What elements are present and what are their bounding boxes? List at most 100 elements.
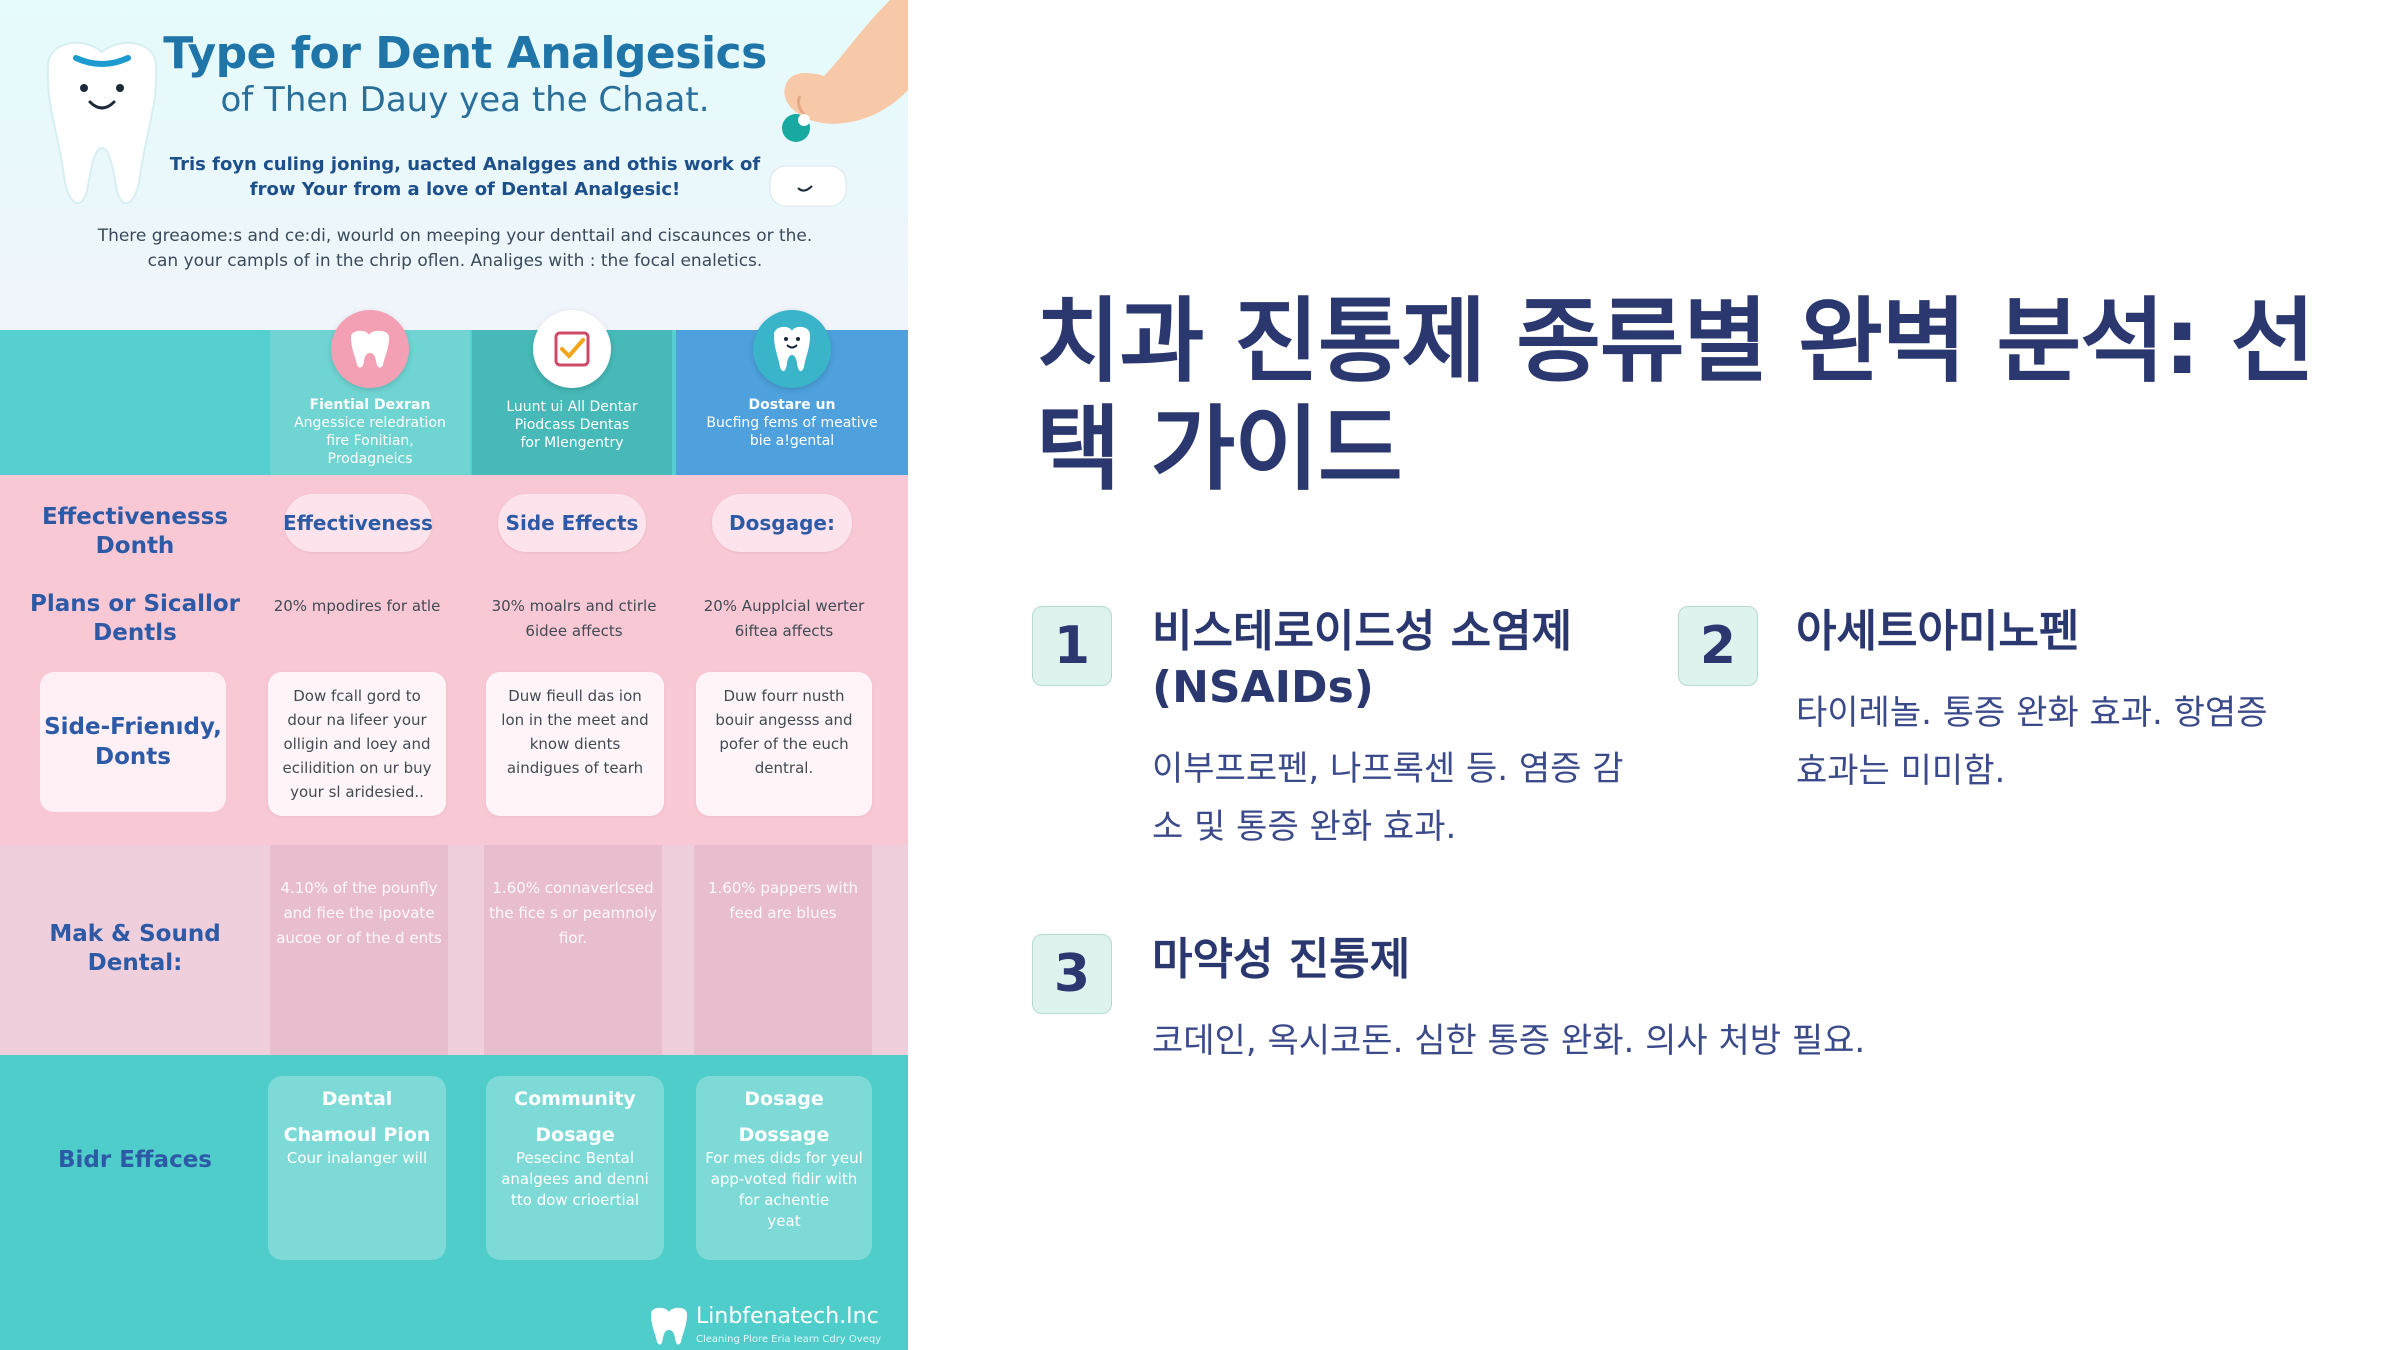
- smiling-tooth-icon: [753, 310, 831, 388]
- infographic-header: Type for Dent Analgesics of Then Dauy ye…: [0, 0, 908, 330]
- column-header-line: Prodagneics: [327, 451, 413, 467]
- number-badge-1: 1: [1032, 606, 1112, 686]
- faded-line: 1.60% pappers with: [708, 879, 858, 897]
- option-desc-acetaminophen: 타이레놀. 통증 완화 효과. 항염증 효과는 미미함.: [1796, 684, 2356, 800]
- faded-column: [484, 845, 662, 1055]
- row-label-line: Donts: [95, 744, 171, 770]
- row-label-line: Side-Frienıdy,: [44, 714, 222, 740]
- infographic-image: Type for Dent Analgesics of Then Dauy ye…: [0, 0, 908, 1350]
- cell-line: 20% Aupplcial werter: [703, 597, 865, 615]
- tooth-logo-icon: [651, 1307, 687, 1345]
- pill-effectiveness: Effectiveness: [283, 494, 433, 552]
- teal-card: Dosage Dossage For mes dids for yeul app…: [696, 1076, 872, 1260]
- option-title-line: 아세트아미노펜: [1796, 606, 2080, 657]
- brand-footer: Linbfenatech.Inc Cleaning Plore Eria Iea…: [640, 1304, 908, 1350]
- slide-title: 치과 진통제 종류별 완벽 분석: 선 택 가이드: [1036, 288, 2316, 504]
- column-header-title: Fiential Dexran: [309, 397, 431, 413]
- row-label: Effectivenesss Donth: [20, 503, 250, 561]
- teal-card-heading: Dental: [321, 1088, 393, 1110]
- option-title-acetaminophen: 아세트아미노펜: [1796, 604, 2356, 660]
- info-card: Duw fourr nusth bouir angesss and pofer …: [696, 672, 872, 816]
- option-desc-line: 이부프로펜, 나프록센 등. 염증 감: [1152, 749, 1624, 789]
- column-header-line: for Mlengentry: [520, 435, 624, 451]
- info-card: Duw fieull das ion lon in the meet and k…: [486, 672, 664, 816]
- column-header-title: Dostare un: [748, 397, 836, 413]
- column-header-line: Angessice reledration: [294, 415, 446, 431]
- number-badge-2: 2: [1678, 606, 1758, 686]
- column-header-title: Luunt ui All Dentar: [506, 399, 638, 415]
- teal-card-line: analgees and denni: [501, 1170, 649, 1188]
- option-desc-line: 소 및 통증 완화 효과.: [1152, 807, 1457, 847]
- infographic-subtitle: of Then Dauy yea the Chaat.: [220, 80, 710, 120]
- faded-line: aucoe or of the d ents: [276, 929, 442, 947]
- teal-card: Dental Chamoul Pion Cour inalanger will: [268, 1076, 446, 1260]
- teal-card-line: yeat: [767, 1212, 801, 1230]
- option-desc-opioids: 코데인, 옥시코돈. 심한 통증 완화. 의사 처방 필요.: [1152, 1012, 2152, 1070]
- cell-line: 6idee affects: [525, 622, 623, 640]
- row-label-line: Mak & Sound: [49, 921, 221, 947]
- card-line: ecilidition on ur buy: [282, 759, 432, 777]
- faded-line: the fice s or peamnoly: [488, 904, 658, 922]
- intro-line: There greaome:s and ce:di, wourld on mee…: [97, 226, 813, 246]
- teal-card-subheading: Chamoul Pion: [283, 1124, 431, 1146]
- infographic-lead: Tris foyn culing joning, uacted Analgges…: [160, 152, 770, 202]
- faded-cell: 1.60% connaverlcsed the fice s or peamno…: [484, 876, 662, 951]
- card-line: Duw fourr nusth: [723, 687, 845, 705]
- column-header-band: Fiential Dexran Angessice reledration fi…: [0, 310, 908, 475]
- teal-card-line: For mes dids for yeul: [705, 1149, 863, 1167]
- number-badge-3: 3: [1032, 934, 1112, 1014]
- teal-card-subheading: Dossage: [738, 1124, 830, 1146]
- pill-dosage: Dosgage:: [712, 494, 852, 552]
- option-desc-nsaids: 이부프로펜, 나프록센 등. 염증 감 소 및 통증 완화 효과.: [1152, 740, 1712, 856]
- faded-line: fior.: [558, 929, 588, 947]
- option-title-line: 마약성 진통제: [1152, 934, 1411, 985]
- column-header-line: bie a!gental: [749, 433, 835, 449]
- card-line: olligin and loey and: [283, 735, 431, 753]
- teal-card-line: Pesecinc Bental: [516, 1149, 634, 1167]
- faded-column: [694, 845, 872, 1055]
- teal-card-line: app-voted fidir with: [710, 1170, 858, 1188]
- card-line: aindigues of tearh: [506, 759, 644, 777]
- option-desc-line: 타이레놀. 통증 완화 효과. 항염증: [1796, 693, 2268, 733]
- option-title-line: (NSAIDs): [1152, 662, 1374, 713]
- faded-cell: 1.60% pappers with feed are blues: [694, 876, 872, 926]
- faded-line: and fiee the ipovate: [283, 904, 435, 922]
- faded-line: 4.10% of the pounfly: [280, 879, 438, 897]
- table-cell: 20% mpodires for atle: [262, 594, 452, 619]
- faded-line: 1.60% connaverlcsed: [492, 879, 654, 897]
- card-line: lon in the meet and: [501, 711, 649, 729]
- teal-card-line: Cour inalanger will: [286, 1149, 428, 1167]
- row-label-line: Dental:: [87, 950, 183, 976]
- brand-tagline: Cleaning Plore Eria Iearn Cdry Oveqy: [696, 1334, 882, 1345]
- column-header-1: Fiential Dexran Angessice reledration fi…: [270, 310, 470, 475]
- row-label: Bidr Effaces: [57, 1147, 212, 1173]
- column-header-line: Bucfing fems of meative: [706, 415, 878, 431]
- table-cell: 30% moalrs and ctirle 6idee affects: [476, 594, 672, 644]
- cell-line: 20% mpodires for atle: [273, 597, 441, 615]
- card-line: Duw fieull das ion: [508, 687, 642, 705]
- teal-card-heading: Community: [514, 1088, 636, 1110]
- column-header-3: Dostare un Bucfing fems of meative bie a…: [676, 310, 908, 475]
- row-label-line: Plans or Sicallor: [30, 591, 240, 617]
- faded-line: feed are blues: [729, 904, 837, 922]
- teal-card: Community Dosage Pesecinc Bental analgee…: [486, 1076, 664, 1260]
- row-label-line: Dentls: [93, 620, 177, 646]
- pill-side-effects: Side Effects: [498, 494, 646, 552]
- tooth-pair-icon: [331, 310, 409, 388]
- faded-cell: 4.10% of the pounfly and fiee the ipovat…: [270, 876, 448, 951]
- option-desc-line: 코데인, 옥시코돈. 심한 통증 완화. 의사 처방 필요.: [1152, 1021, 1866, 1061]
- tooth-mascot-icon: [46, 41, 158, 205]
- infographic-intro: There greaome:s and ce:di, wourld on mee…: [70, 224, 840, 274]
- option-title-opioids: 마약성 진통제: [1152, 932, 1952, 988]
- column-header-2: Luunt ui All Dentar Piodcass Dentas for …: [472, 310, 672, 475]
- row-label: Plans or Sicallor Dentls: [20, 590, 250, 648]
- row-label-line: Donth: [95, 533, 175, 559]
- card-line: dentral.: [754, 759, 814, 777]
- row-label: Mak & Sound Dental:: [20, 920, 250, 978]
- infographic-title: Type for Dent Analgesics: [163, 28, 767, 79]
- intro-line: can your campls of in the chrip oflen. A…: [147, 251, 763, 271]
- option-title-nsaids: 비스테로이드성 소염제 (NSAIDs): [1152, 604, 1712, 716]
- lead-line: Tris foyn culing joning, uacted Analgges…: [169, 154, 761, 175]
- card-line: Dow fcall gord to: [293, 687, 421, 705]
- row-label-card: Side-Frienıdy, Donts: [40, 672, 226, 812]
